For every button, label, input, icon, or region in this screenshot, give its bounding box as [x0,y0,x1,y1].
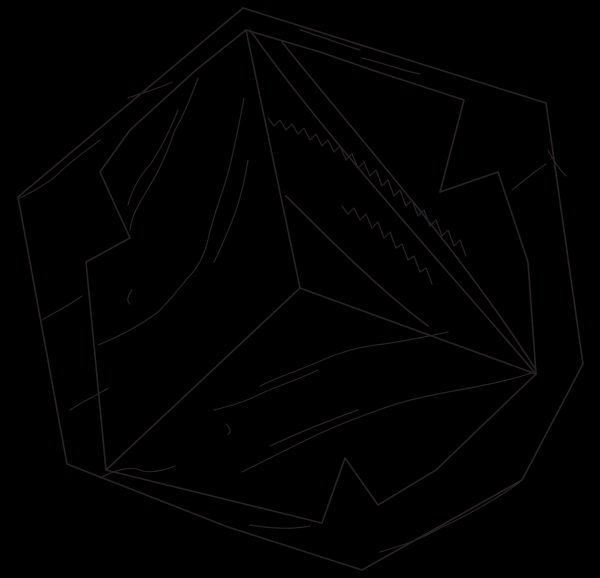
hexagonal-frame [17,7,584,571]
left-face-bands [97,77,249,346]
cube-edges [105,29,537,471]
frame-cracks [19,29,567,553]
bottom-face-bands [213,331,535,473]
right-face-bands [267,117,467,285]
pink-crystal [85,29,537,524]
